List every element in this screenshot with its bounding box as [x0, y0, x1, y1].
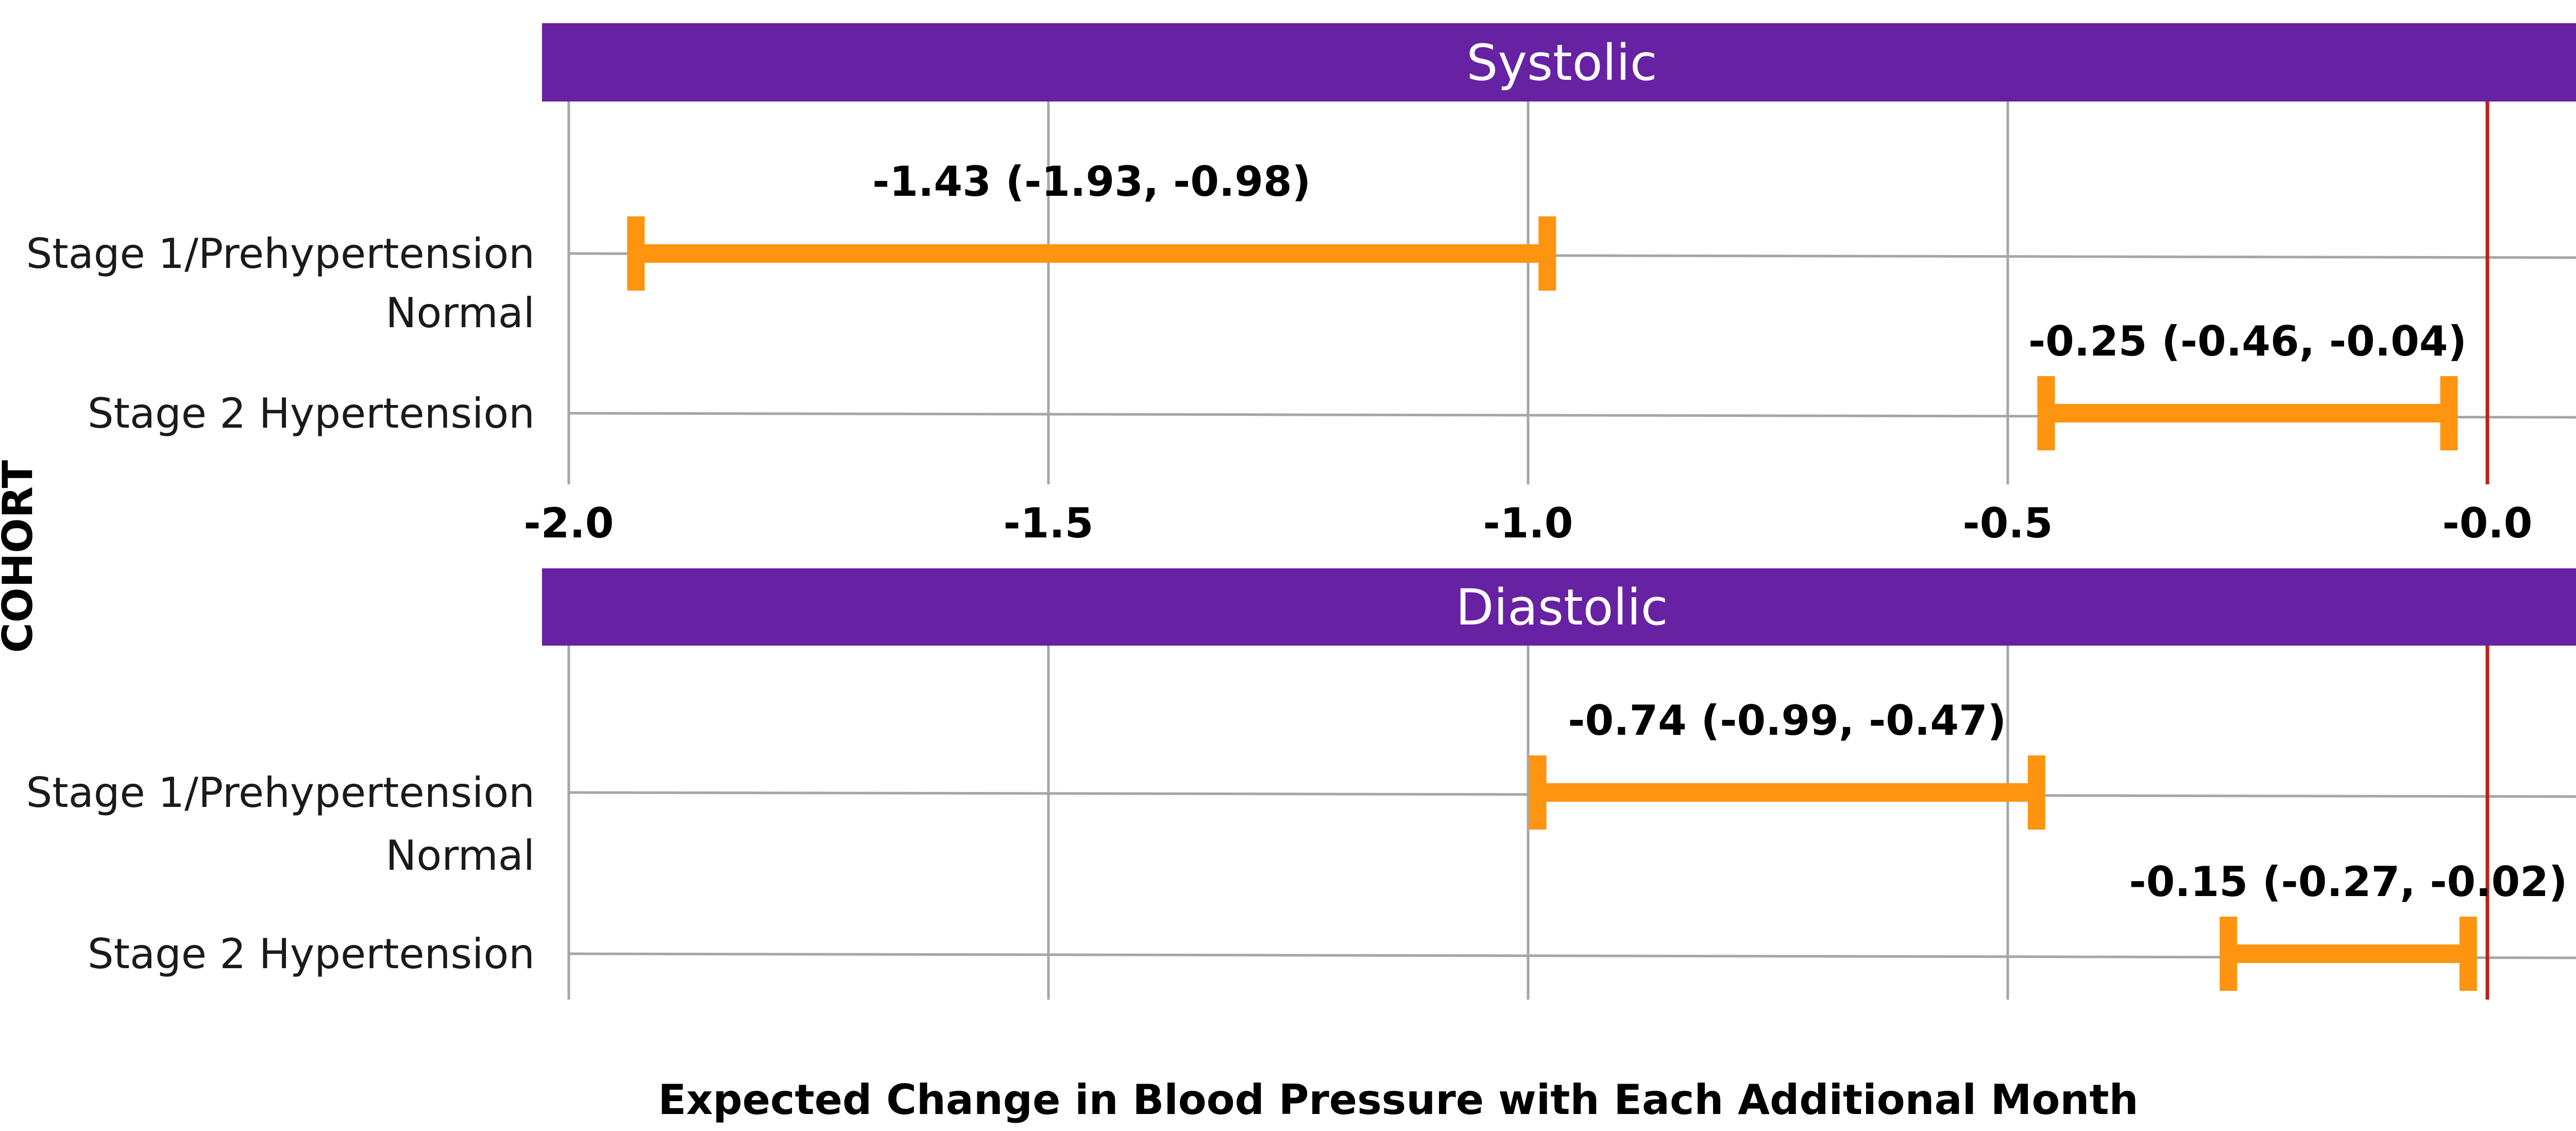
x-tick-label: -1.0 [1483, 499, 1573, 547]
x-tick-label: -1.5 [1004, 499, 1094, 547]
panel-title: Systolic [1466, 34, 1657, 92]
data-label: -0.15 (-0.27, -0.02) [2129, 858, 2568, 906]
panel-header [542, 23, 2576, 102]
panel-title: Diastolic [1456, 579, 1668, 636]
category-label: Stage 2 Hypertension [88, 930, 535, 978]
data-label: -1.43 (-1.93, -0.98) [872, 158, 1311, 206]
category-label: Stage 2 Hypertension [88, 390, 535, 437]
y-axis-title: COHORT [0, 460, 42, 653]
data-label: -0.25 (-0.46, -0.04) [2028, 317, 2467, 365]
category-label: Stage 1/Prehypertension [26, 769, 535, 817]
x-axis-title: Expected Change in Blood Pressure with E… [658, 1076, 2138, 1124]
panel-header [542, 568, 2576, 646]
category-label: Normal [386, 832, 535, 880]
x-tick-label: -0.5 [1963, 499, 2053, 547]
category-label: Stage 1/Prehypertension [26, 230, 535, 278]
x-tick-label: -0.0 [2443, 499, 2533, 547]
data-label: -0.74 (-0.99, -0.47) [1568, 697, 2006, 745]
category-label: Normal [386, 289, 535, 337]
x-tick-label: -2.0 [524, 499, 614, 547]
